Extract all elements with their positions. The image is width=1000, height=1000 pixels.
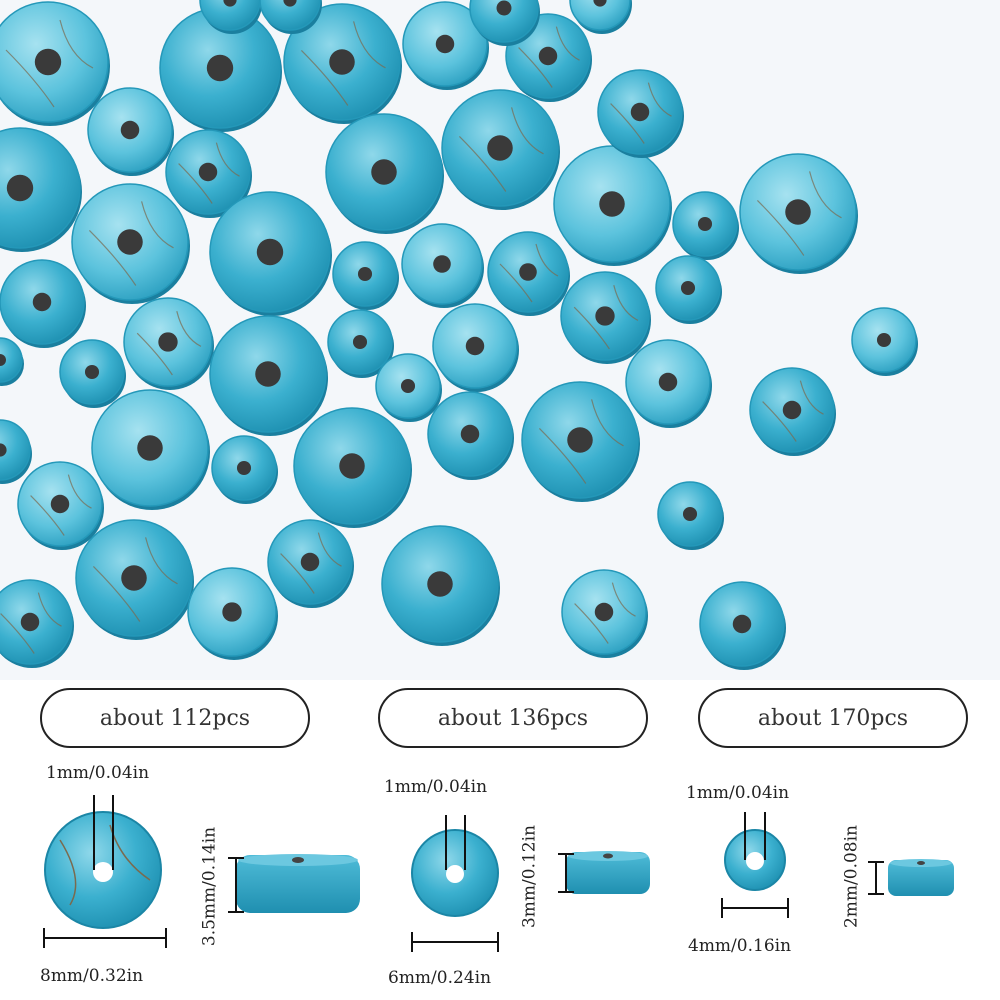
bead-hole-6mm bbox=[446, 865, 464, 883]
bead bbox=[441, 89, 560, 210]
bead bbox=[332, 241, 399, 310]
bead bbox=[561, 569, 648, 658]
bead bbox=[75, 519, 194, 640]
bead-side-6mm bbox=[566, 852, 650, 894]
bead-pile bbox=[0, 0, 918, 670]
bead bbox=[209, 191, 332, 316]
bead bbox=[165, 129, 252, 218]
bead bbox=[597, 69, 684, 158]
bead bbox=[293, 407, 412, 528]
bead bbox=[59, 339, 126, 408]
bead bbox=[327, 309, 394, 378]
bead bbox=[655, 255, 722, 324]
bead bbox=[749, 367, 836, 456]
bead bbox=[402, 1, 489, 90]
hole-label-8mm: 1mm/0.04in bbox=[46, 763, 150, 783]
bead bbox=[17, 461, 104, 550]
bead-side-4mm bbox=[888, 860, 954, 896]
bead bbox=[259, 0, 322, 34]
bead bbox=[0, 259, 86, 348]
bead bbox=[0, 419, 32, 484]
bead bbox=[71, 183, 190, 304]
hole-label-4mm: 1mm/0.04in bbox=[686, 783, 790, 803]
bead bbox=[432, 303, 519, 392]
detail-8mm bbox=[43, 795, 360, 948]
bead bbox=[159, 7, 282, 132]
bead bbox=[521, 381, 640, 502]
bead bbox=[401, 223, 484, 308]
bead bbox=[739, 153, 858, 274]
bead bbox=[91, 389, 210, 510]
bead bbox=[187, 567, 278, 660]
bead bbox=[569, 0, 632, 34]
bead bbox=[381, 525, 500, 646]
count-pill-4mm: about 170pcs bbox=[698, 688, 968, 748]
count-pill-6mm: about 136pcs bbox=[378, 688, 648, 748]
bead bbox=[209, 315, 328, 436]
count-pill-8mm: about 112pcs bbox=[40, 688, 310, 748]
detail-6mm bbox=[411, 815, 650, 952]
diameter-label-6mm: 6mm/0.24in bbox=[388, 968, 492, 988]
bead bbox=[267, 519, 354, 608]
bead-hole-4mm bbox=[746, 852, 764, 870]
detail-4mm bbox=[721, 812, 954, 918]
bead bbox=[199, 0, 262, 34]
hole-label-6mm: 1mm/0.04in bbox=[384, 777, 488, 797]
bead bbox=[325, 113, 444, 234]
bead bbox=[625, 339, 712, 428]
bead bbox=[375, 353, 442, 422]
bead bbox=[699, 581, 786, 670]
bead bbox=[553, 145, 672, 266]
bead bbox=[487, 231, 570, 316]
diameter-label-4mm: 4mm/0.16in bbox=[688, 936, 792, 956]
bead-hole-8mm bbox=[93, 862, 113, 882]
thickness-label-4mm: 2mm/0.08in bbox=[841, 824, 862, 929]
bead bbox=[283, 3, 402, 124]
count-label-6mm: about 136pcs bbox=[437, 705, 589, 731]
bead bbox=[560, 271, 651, 364]
bead bbox=[851, 307, 918, 376]
bead bbox=[672, 191, 739, 260]
bead bbox=[123, 297, 214, 390]
bead bbox=[505, 13, 592, 102]
count-label-4mm: about 170pcs bbox=[757, 705, 909, 731]
bead bbox=[427, 391, 514, 480]
bead bbox=[0, 1, 110, 126]
thickness-label-8mm: 3.5mm/0.14in bbox=[199, 826, 220, 947]
bead bbox=[657, 481, 724, 550]
bead-side-8mm bbox=[236, 855, 360, 913]
bead bbox=[469, 0, 540, 46]
bead bbox=[0, 579, 74, 668]
count-label-8mm: about 112pcs bbox=[99, 705, 251, 731]
bead bbox=[0, 127, 82, 252]
bead bbox=[0, 337, 24, 386]
bead bbox=[211, 435, 278, 504]
thickness-label-6mm: 3mm/0.12in bbox=[519, 824, 540, 929]
bead bbox=[87, 87, 174, 176]
diameter-label-8mm: 8mm/0.32in bbox=[40, 966, 144, 986]
